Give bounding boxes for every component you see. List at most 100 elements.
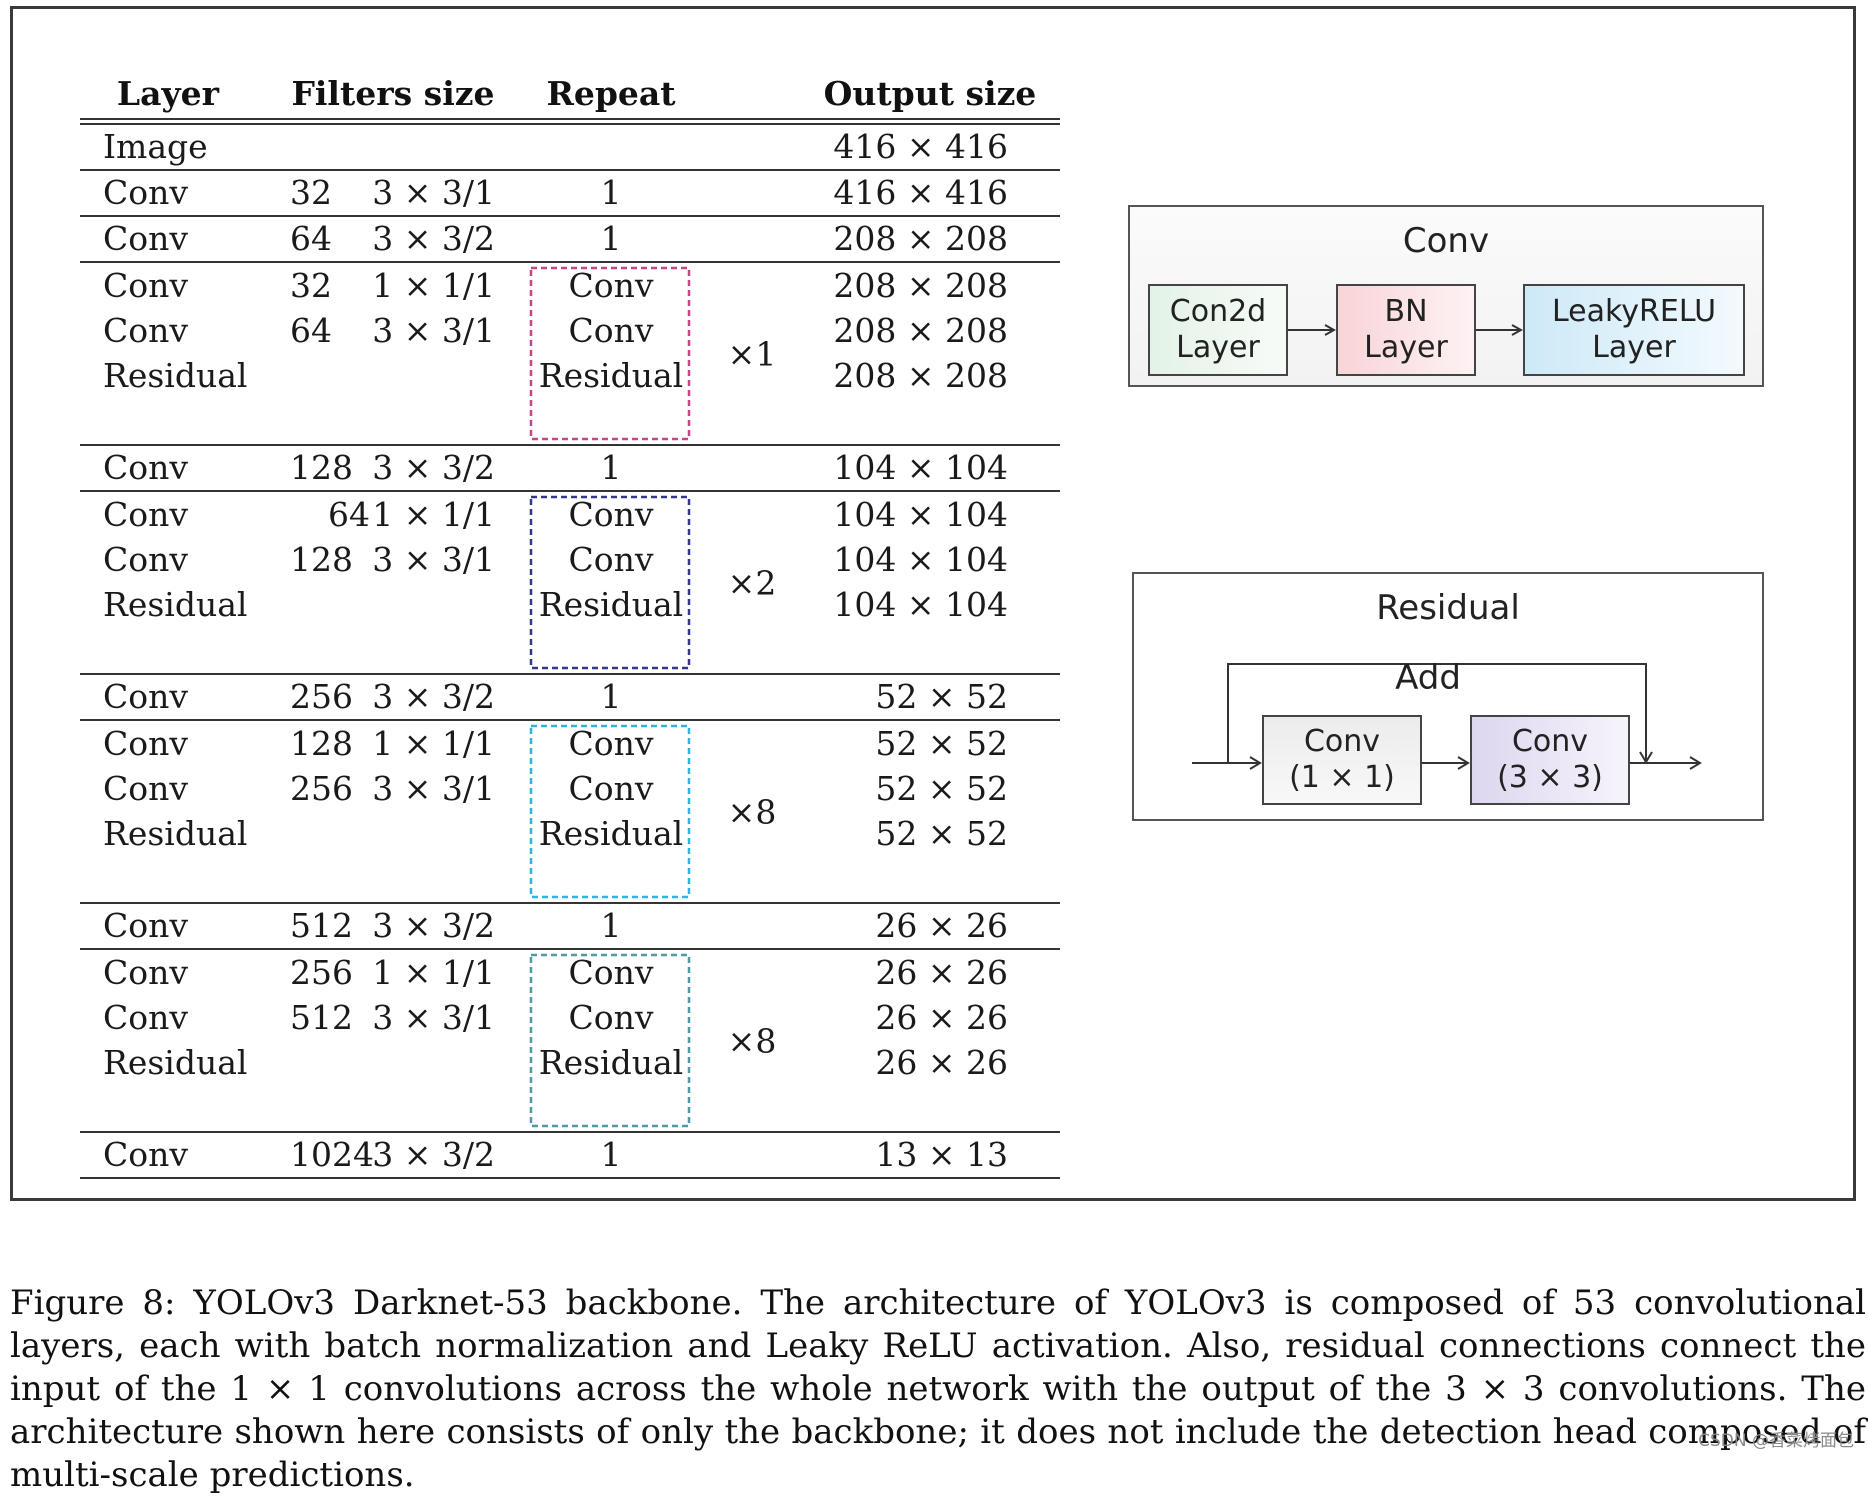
cell-repeat: Conv [568, 724, 653, 763]
cell-repeat: Conv [568, 540, 653, 579]
header-cell: Filters size [291, 74, 494, 113]
cell-layer: Conv [103, 266, 188, 305]
conv3-label-line2: (3 × 3) [1497, 760, 1603, 795]
cell-output: 52 × 52 [875, 814, 1008, 853]
cell-repeat: 1 [601, 173, 622, 212]
conv-block-title: Conv [1402, 221, 1490, 261]
cell-layer: Conv [103, 219, 188, 258]
cell-size: 1 × 1/1 [372, 953, 495, 992]
conv-block-arrows [1288, 207, 1766, 389]
cell-output: 52 × 52 [875, 769, 1008, 808]
cell-output: 104 × 104 [833, 448, 1008, 487]
cell-output: 13 × 13 [875, 1135, 1008, 1174]
con2d-label-line1: Con2d [1169, 294, 1267, 329]
cell-repeat: 1 [601, 1135, 622, 1174]
cell-output: 208 × 208 [833, 356, 1008, 395]
cell-filters: 32 [290, 266, 332, 305]
cell-filters: 256 [290, 953, 353, 992]
bn-label-line2: Layer [1364, 330, 1448, 365]
cell-repeat: Residual [539, 814, 683, 853]
cell-filters: 1024 [290, 1135, 374, 1174]
cell-layer: Residual [103, 1043, 247, 1082]
cell-filters: 64 [290, 219, 332, 258]
repeat-block-box [529, 266, 691, 441]
cell-layer: Conv [103, 724, 188, 763]
conv-3x3-box: Conv (3 × 3) [1470, 715, 1630, 805]
cell-filters: 256 [290, 677, 353, 716]
cell-repeat: Conv [568, 311, 653, 350]
cell-size: 3 × 3/1 [372, 311, 495, 350]
cell-size: 3 × 3/1 [372, 540, 495, 579]
cell-size: 1 × 1/1 [372, 266, 495, 305]
con2d-layer-box: Con2d Layer [1148, 284, 1288, 376]
cell-layer: Conv [103, 953, 188, 992]
cell-filters: 128 [290, 448, 353, 487]
cell-layer: Conv [103, 677, 188, 716]
cell-layer: Conv [103, 998, 188, 1037]
cell-filters: 64 [290, 311, 332, 350]
cell-output: 26 × 26 [875, 906, 1008, 945]
cell-size: 1 × 1/1 [372, 724, 495, 763]
repeat-block-box [529, 495, 691, 670]
cell-repeat: 1 [601, 677, 622, 716]
cell-layer: Conv [103, 769, 188, 808]
cell-output: 208 × 208 [833, 311, 1008, 350]
watermark: CSDN @香菜烤面包 [1698, 1431, 1854, 1451]
cell-output: 208 × 208 [833, 219, 1008, 258]
header-cell: Output size [824, 74, 1037, 113]
cell-output: 104 × 104 [833, 585, 1008, 624]
cell-output: 416 × 416 [833, 173, 1008, 212]
cell-repeat: 1 [601, 219, 622, 258]
cell-filters: 128 [290, 540, 353, 579]
repeat-block-box [529, 724, 691, 899]
cell-layer: Conv [103, 906, 188, 945]
repeat-count: ×1 [728, 335, 777, 374]
cell-filters: 512 [290, 906, 353, 945]
cell-layer: Conv [103, 448, 188, 487]
cell-repeat: Conv [568, 769, 653, 808]
cell-layer: Conv [103, 540, 188, 579]
cell-filters: 64 [328, 495, 370, 534]
cell-repeat: Conv [568, 953, 653, 992]
header-cell: Repeat [546, 74, 676, 113]
residual-block-diagram: Residual Conv (1 × 1) Conv (3 × 3) Add [1132, 572, 1764, 821]
cell-filters: 32 [290, 173, 332, 212]
cell-size: 3 × 3/1 [372, 998, 495, 1037]
cell-size: 3 × 3/1 [372, 173, 495, 212]
cell-output: 104 × 104 [833, 495, 1008, 534]
cell-size: 3 × 3/2 [372, 219, 495, 258]
cell-size: 3 × 3/2 [372, 1135, 495, 1174]
figure-frame [10, 6, 1856, 1201]
cell-layer: Residual [103, 356, 247, 395]
cell-repeat: Residual [539, 585, 683, 624]
cell-output: 416 × 416 [833, 127, 1008, 166]
bn-label-line1: BN [1384, 294, 1428, 329]
cell-output: 104 × 104 [833, 540, 1008, 579]
conv-1x1-box: Conv (1 × 1) [1262, 715, 1422, 805]
cell-repeat: 1 [601, 448, 622, 487]
repeat-count: ×8 [728, 1022, 777, 1061]
cell-output: 26 × 26 [875, 953, 1008, 992]
cell-output: 26 × 26 [875, 1043, 1008, 1082]
cell-repeat: Residual [539, 356, 683, 395]
cell-repeat: Conv [568, 266, 653, 305]
cell-size: 3 × 3/1 [372, 769, 495, 808]
cell-layer: Conv [103, 173, 188, 212]
leakyrelu-layer-box: LeakyRELU Layer [1523, 284, 1745, 376]
cell-repeat: 1 [601, 906, 622, 945]
add-label: Add [1395, 658, 1461, 698]
repeat-count: ×2 [728, 564, 777, 603]
repeat-count: ×8 [728, 793, 777, 832]
residual-block-arrows: Add [1192, 658, 1702, 770]
cell-layer: Conv [103, 1135, 188, 1174]
cell-layer: Conv [103, 311, 188, 350]
cell-layer: Image [103, 127, 208, 166]
figure-caption: Figure 8: YOLOv3 Darknet-53 backbone. Th… [10, 1283, 1866, 1495]
skip-connection [1227, 663, 1653, 764]
cell-output: 52 × 52 [875, 724, 1008, 763]
header-cell: Layer [117, 74, 220, 113]
conv1-label-line1: Conv [1303, 724, 1381, 759]
con2d-label-line2: Layer [1176, 330, 1260, 365]
cell-filters: 256 [290, 769, 353, 808]
